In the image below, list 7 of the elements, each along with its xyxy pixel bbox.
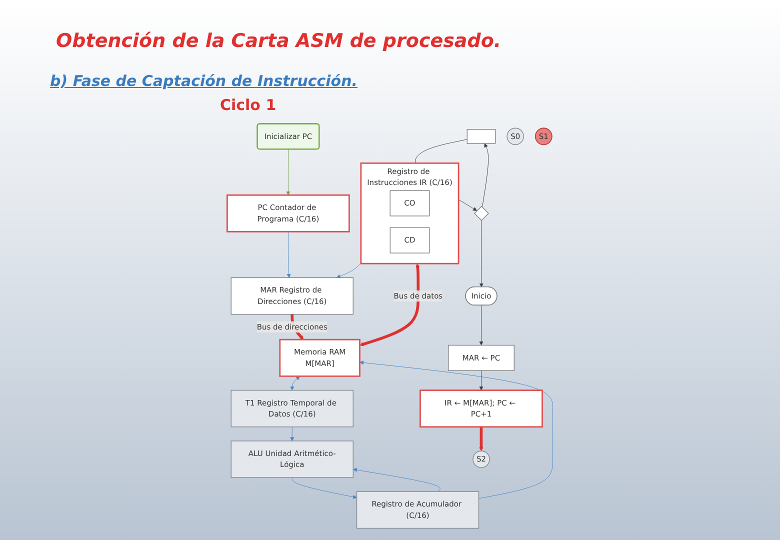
node-box <box>466 129 496 144</box>
node-diamond <box>474 206 489 221</box>
arrow <box>360 263 420 346</box>
subtitle: b) Fase de Captación de Instrucción. <box>50 72 358 90</box>
arrow <box>479 426 484 452</box>
title: Obtención de la Carta ASM de procesado. <box>56 30 502 52</box>
cycle-label: Ciclo 1 <box>220 96 276 114</box>
